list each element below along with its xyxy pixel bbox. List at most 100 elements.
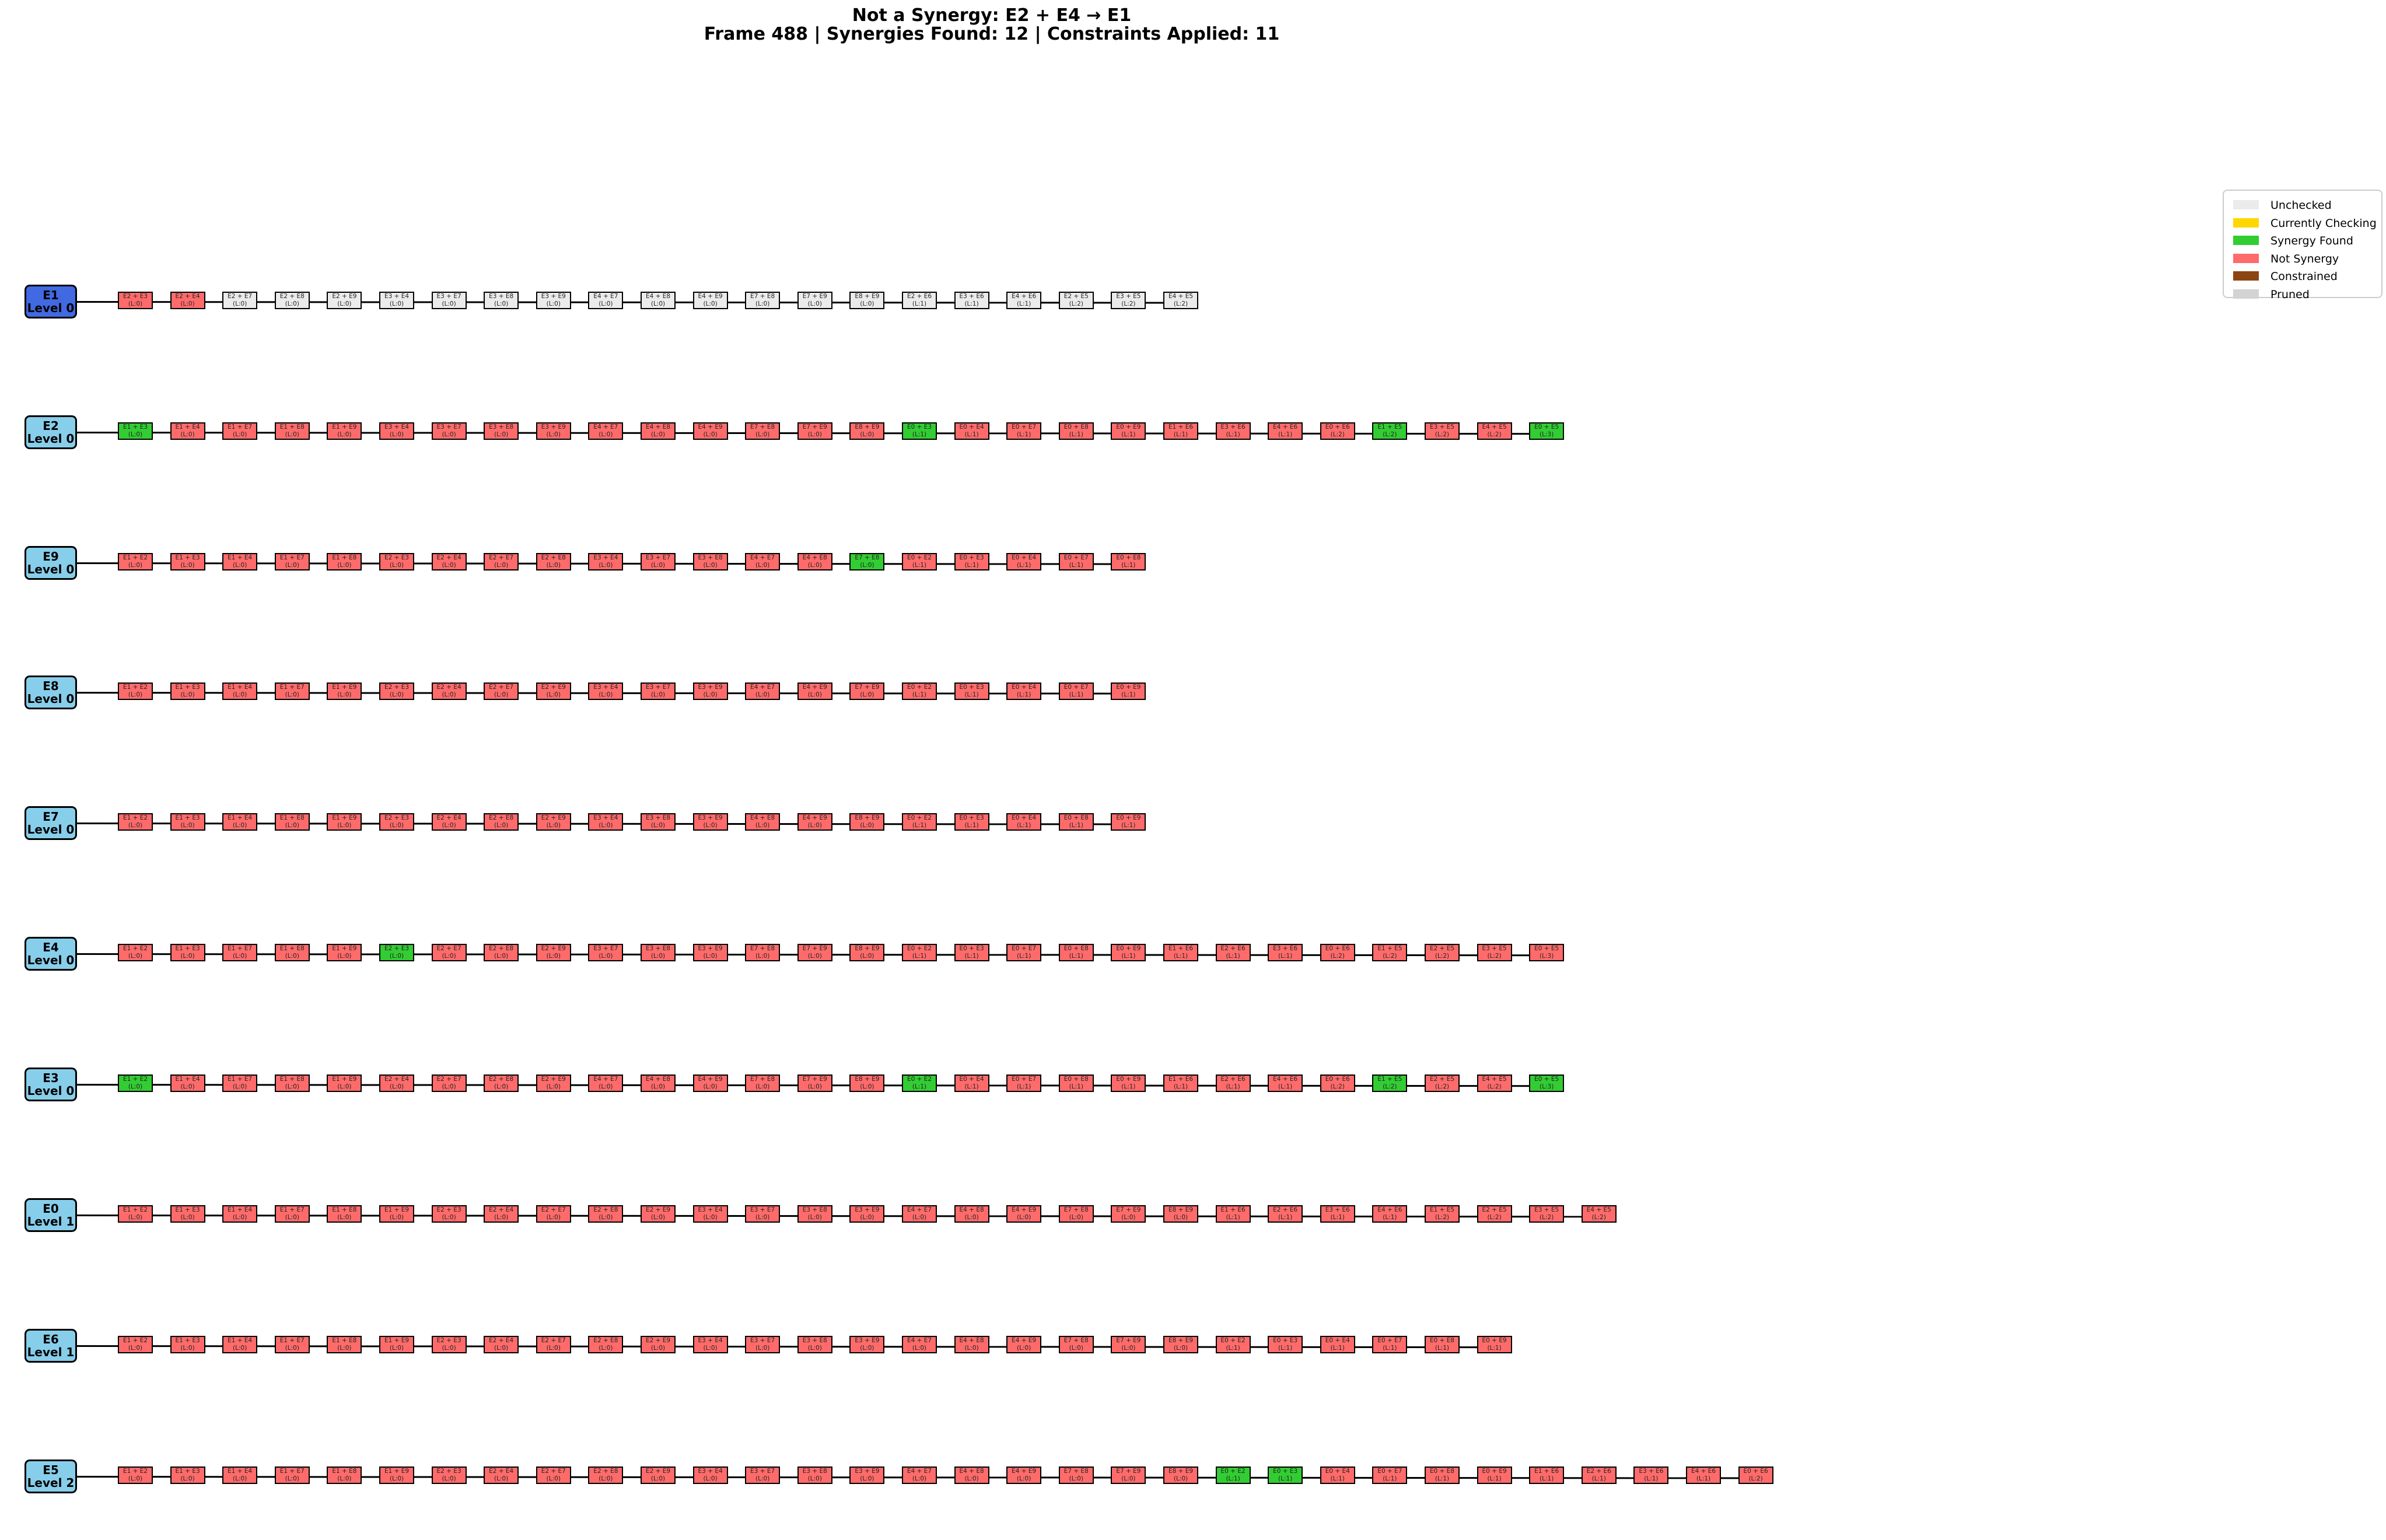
pair-node-not-synergy[interactable]: E1 + E2(L:0) <box>118 944 153 961</box>
pair-node-not-synergy[interactable]: E3 + E4(L:0) <box>379 422 414 440</box>
pair-node-not-synergy[interactable]: E4 + E6(L:1) <box>1268 422 1303 440</box>
pair-node-not-synergy[interactable]: E2 + E7(L:0) <box>484 682 519 700</box>
pair-node-not-synergy[interactable]: E1 + E9(L:0) <box>327 944 362 961</box>
pair-node-unchecked[interactable]: E2 + E9(L:0) <box>327 292 362 309</box>
pair-node-not-synergy[interactable]: E7 + E9(L:0) <box>1111 1466 1146 1484</box>
pair-node-not-synergy[interactable]: E0 + E5(L:3) <box>1529 944 1565 961</box>
pair-node-unchecked[interactable]: E3 + E6(L:1) <box>954 292 989 309</box>
pair-node-not-synergy[interactable]: E2 + E3(L:0) <box>431 1336 467 1353</box>
pair-node-not-synergy[interactable]: E2 + E9(L:0) <box>536 682 571 700</box>
pair-node-not-synergy[interactable]: E0 + E4(L:1) <box>1320 1466 1355 1484</box>
pair-node-not-synergy[interactable]: E0 + E6(L:2) <box>1320 1074 1355 1092</box>
pair-node-unchecked[interactable]: E3 + E4(L:0) <box>379 292 414 309</box>
pair-node-unchecked[interactable]: E7 + E9(L:0) <box>797 292 832 309</box>
pair-node-not-synergy[interactable]: E0 + E2(L:1) <box>1215 1336 1251 1353</box>
pair-node-not-synergy[interactable]: E7 + E8(L:0) <box>1058 1205 1094 1223</box>
pair-node-not-synergy[interactable]: E1 + E7(L:0) <box>222 944 258 961</box>
pair-node-not-synergy[interactable]: E7 + E9(L:0) <box>1111 1336 1146 1353</box>
pair-node-not-synergy[interactable]: E2 + E6(L:1) <box>1215 944 1251 961</box>
pair-node-not-synergy[interactable]: E7 + E9(L:0) <box>797 1074 832 1092</box>
pair-node-synergy[interactable]: E0 + E3(L:1) <box>902 422 937 440</box>
pair-node-synergy[interactable]: E0 + E2(L:1) <box>1215 1466 1251 1484</box>
pair-node-not-synergy[interactable]: E1 + E8(L:0) <box>274 1074 310 1092</box>
pair-node-not-synergy[interactable]: E3 + E8(L:0) <box>797 1336 832 1353</box>
pair-node-unchecked[interactable]: E2 + E8(L:0) <box>274 292 310 309</box>
pair-node-not-synergy[interactable]: E1 + E5(L:2) <box>1425 1205 1460 1223</box>
pair-node-not-synergy[interactable]: E0 + E7(L:1) <box>1006 422 1042 440</box>
pair-node-not-synergy[interactable]: E1 + E6(L:1) <box>1163 944 1198 961</box>
pair-node-not-synergy[interactable]: E2 + E4(L:0) <box>431 682 467 700</box>
pair-node-not-synergy[interactable]: E1 + E8(L:0) <box>274 422 310 440</box>
pair-node-unchecked[interactable]: E4 + E8(L:0) <box>641 292 676 309</box>
pair-node-not-synergy[interactable]: E1 + E2(L:0) <box>118 1336 153 1353</box>
pair-node-unchecked[interactable]: E3 + E5(L:2) <box>1111 292 1146 309</box>
pair-node-not-synergy[interactable]: E2 + E9(L:0) <box>536 1074 571 1092</box>
pair-node-not-synergy[interactable]: E4 + E9(L:0) <box>797 682 832 700</box>
pair-node-not-synergy[interactable]: E0 + E2(L:1) <box>902 813 937 831</box>
pair-node-not-synergy[interactable]: E0 + E6(L:2) <box>1320 944 1355 961</box>
pair-node-not-synergy[interactable]: E4 + E9(L:0) <box>692 1074 728 1092</box>
pair-node-not-synergy[interactable]: E1 + E4(L:0) <box>170 422 205 440</box>
pair-node-not-synergy[interactable]: E3 + E7(L:0) <box>431 422 467 440</box>
pair-node-not-synergy[interactable]: E1 + E3(L:0) <box>170 1336 205 1353</box>
pair-node-not-synergy[interactable]: E1 + E7(L:0) <box>274 1205 310 1223</box>
pair-node-not-synergy[interactable]: E2 + E4(L:0) <box>484 1336 519 1353</box>
pair-node-not-synergy[interactable]: E2 + E8(L:0) <box>484 944 519 961</box>
pair-node-not-synergy[interactable]: E1 + E9(L:0) <box>327 813 362 831</box>
pair-node-not-synergy[interactable]: E3 + E8(L:0) <box>797 1466 832 1484</box>
pair-node-unchecked[interactable]: E8 + E9(L:0) <box>849 292 885 309</box>
pair-node-not-synergy[interactable]: E0 + E6(L:2) <box>1320 422 1355 440</box>
pair-node-not-synergy[interactable]: E1 + E4(L:0) <box>222 1336 258 1353</box>
pair-node-not-synergy[interactable]: E2 + E3(L:0) <box>379 813 414 831</box>
pair-node-not-synergy[interactable]: E1 + E8(L:0) <box>327 553 362 570</box>
pair-node-not-synergy[interactable]: E3 + E6(L:1) <box>1268 944 1303 961</box>
pair-node-not-synergy[interactable]: E2 + E4(L:0) <box>431 553 467 570</box>
pair-node-not-synergy[interactable]: E1 + E5(L:2) <box>1372 944 1408 961</box>
pair-node-not-synergy[interactable]: E8 + E9(L:0) <box>849 944 885 961</box>
pair-node-not-synergy[interactable]: E1 + E3(L:0) <box>170 1466 205 1484</box>
pair-node-not-synergy[interactable]: E2 + E8(L:0) <box>588 1466 624 1484</box>
pair-node-unchecked[interactable]: E4 + E5(L:2) <box>1163 292 1198 309</box>
pair-node-not-synergy[interactable]: E0 + E8(L:1) <box>1058 422 1094 440</box>
pair-node-not-synergy[interactable]: E0 + E9(L:1) <box>1111 682 1146 700</box>
pair-node-not-synergy[interactable]: E1 + E6(L:1) <box>1529 1466 1565 1484</box>
pair-node-synergy[interactable]: E1 + E2(L:0) <box>118 1074 153 1092</box>
pair-node-not-synergy[interactable]: E4 + E7(L:0) <box>588 1074 624 1092</box>
pair-node-not-synergy[interactable]: E1 + E3(L:0) <box>170 944 205 961</box>
pair-node-not-synergy[interactable]: E0 + E7(L:1) <box>1058 682 1094 700</box>
pair-node-not-synergy[interactable]: E4 + E7(L:0) <box>902 1205 937 1223</box>
pair-node-not-synergy[interactable]: E1 + E9(L:0) <box>327 422 362 440</box>
pair-node-not-synergy[interactable]: E4 + E8(L:0) <box>954 1205 989 1223</box>
pair-node-not-synergy[interactable]: E4 + E7(L:0) <box>902 1466 937 1484</box>
pair-node-not-synergy[interactable]: E0 + E9(L:1) <box>1111 944 1146 961</box>
pair-node-not-synergy[interactable]: E2 + E6(L:1) <box>1215 1074 1251 1092</box>
pair-node-not-synergy[interactable]: E2 + E3(L:0) <box>379 553 414 570</box>
pair-node-not-synergy[interactable]: E1 + E2(L:0) <box>118 1466 153 1484</box>
pair-node-not-synergy[interactable]: E1 + E7(L:0) <box>274 1336 310 1353</box>
pair-node-not-synergy[interactable]: E0 + E4(L:1) <box>1006 553 1042 570</box>
pair-node-not-synergy[interactable]: E1 + E9(L:0) <box>379 1205 414 1223</box>
pair-node-not-synergy[interactable]: E3 + E7(L:0) <box>588 944 624 961</box>
pair-node-not-synergy[interactable]: E1 + E3(L:0) <box>170 553 205 570</box>
pair-node-not-synergy[interactable]: E4 + E7(L:0) <box>902 1336 937 1353</box>
pair-node-not-synergy[interactable]: E2 + E3(L:0) <box>431 1205 467 1223</box>
pair-node-not-synergy[interactable]: E1 + E7(L:0) <box>274 682 310 700</box>
pair-node-not-synergy[interactable]: E1 + E8(L:0) <box>274 813 310 831</box>
pair-node-not-synergy[interactable]: E3 + E6(L:1) <box>1320 1205 1355 1223</box>
pair-node-not-synergy[interactable]: E2 + E7(L:0) <box>431 1074 467 1092</box>
pair-node-not-synergy[interactable]: E2 + E6(L:1) <box>1581 1466 1617 1484</box>
pair-node-not-synergy[interactable]: E4 + E9(L:0) <box>797 813 832 831</box>
pair-node-not-synergy[interactable]: E1 + E9(L:0) <box>327 682 362 700</box>
pair-node-not-synergy[interactable]: E2 + E7(L:0) <box>536 1205 571 1223</box>
pair-node-not-synergy[interactable]: E0 + E3(L:1) <box>954 813 989 831</box>
pair-node-not-synergy[interactable]: E3 + E9(L:0) <box>536 422 571 440</box>
pair-node-not-synergy[interactable]: E1 + E4(L:0) <box>222 682 258 700</box>
pair-node-not-synergy[interactable]: E3 + E9(L:0) <box>849 1205 885 1223</box>
pair-node-not-synergy[interactable]: E3 + E7(L:0) <box>641 682 676 700</box>
pair-node-not-synergy[interactable]: E3 + E4(L:0) <box>588 682 624 700</box>
pair-node-not-synergy[interactable]: E4 + E9(L:0) <box>1006 1205 1042 1223</box>
pair-node-not-synergy[interactable]: E4 + E8(L:0) <box>641 422 676 440</box>
